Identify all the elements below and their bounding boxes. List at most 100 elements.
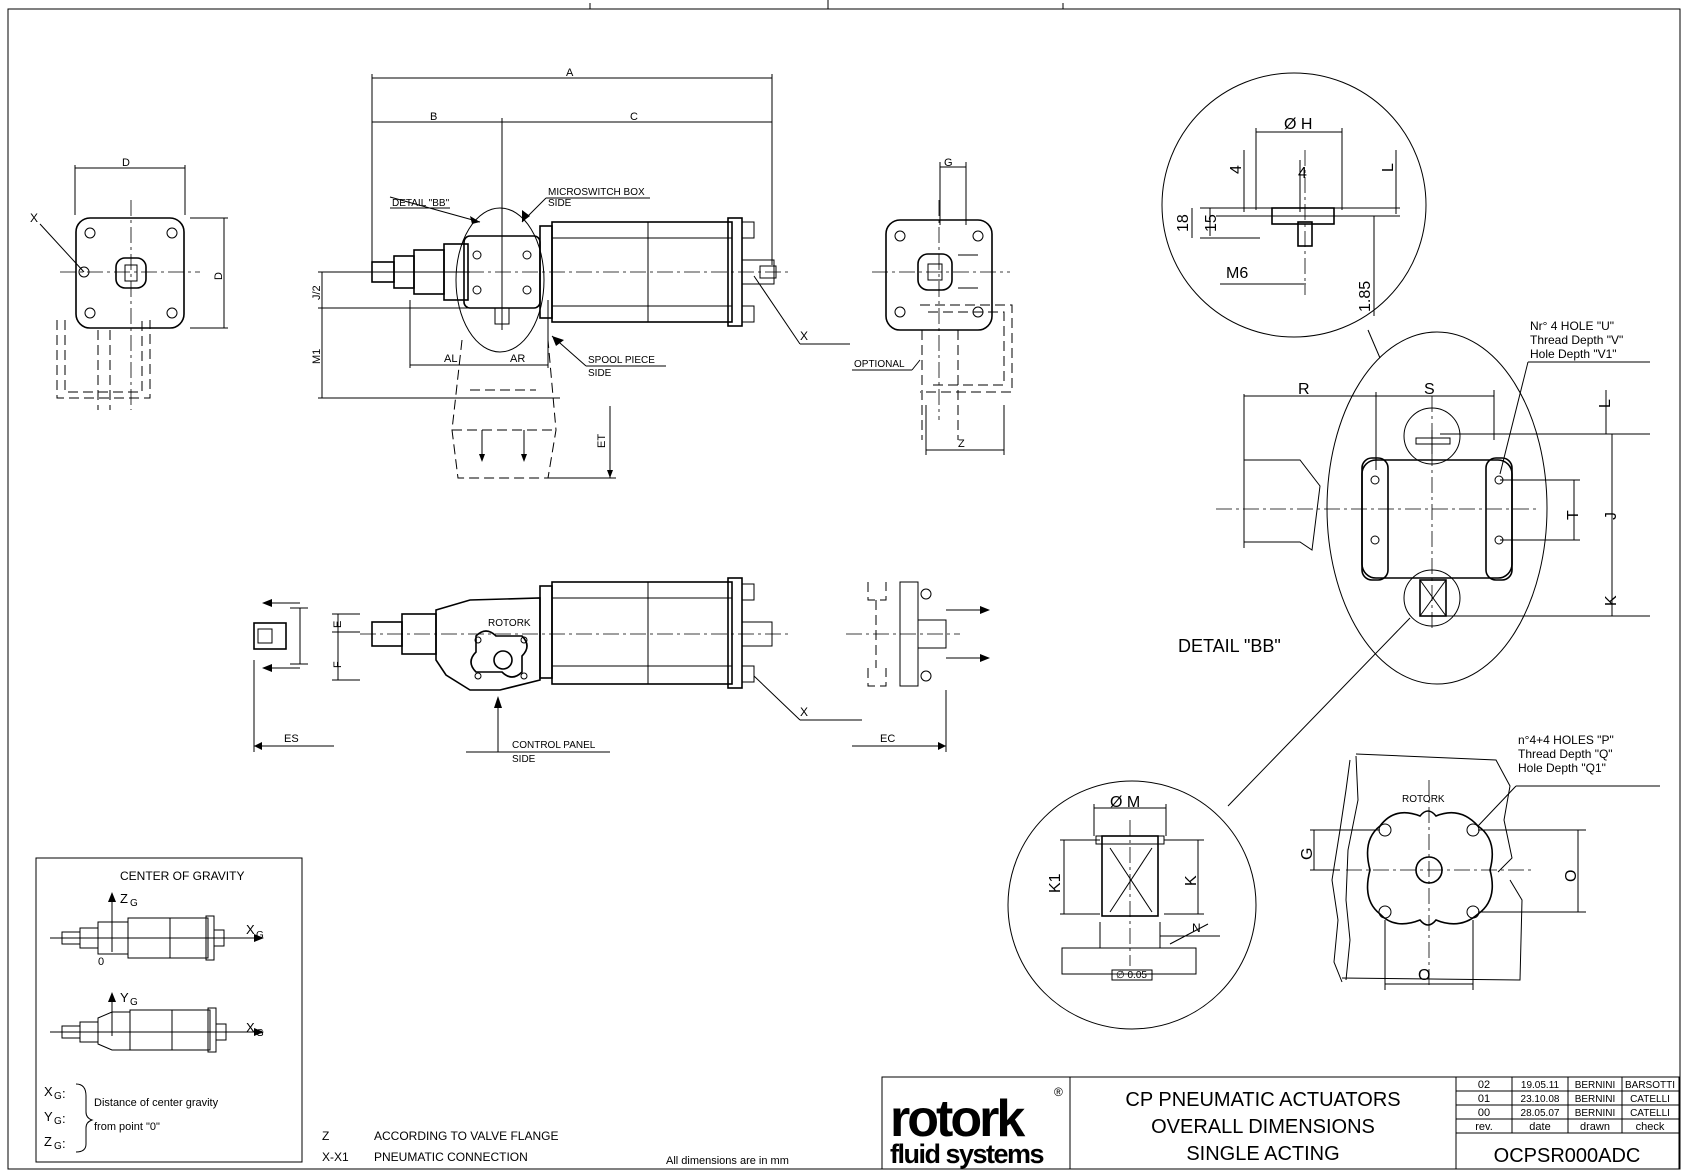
- cog-x1-sub: G: [256, 930, 264, 941]
- x-callout-left: X: [30, 211, 38, 225]
- rev-00: 00: [1478, 1107, 1490, 1119]
- dim-C: C: [630, 111, 638, 123]
- dim-R: R: [1298, 381, 1310, 398]
- tolerance: ∅ 0.05: [1116, 970, 1147, 981]
- microswitch-label: MICROSWITCH BOX: [548, 187, 645, 198]
- dim-S: S: [1424, 381, 1435, 398]
- dim-4: 4: [1228, 165, 1245, 174]
- cog-yg-colon: :: [62, 1111, 66, 1126]
- cog-z-sub: G: [130, 898, 138, 909]
- cog-desc-2: from point "0": [94, 1121, 160, 1133]
- cog-xg-colon: :: [62, 1086, 66, 1101]
- rev-header-check: check: [1636, 1121, 1665, 1133]
- cog-zero: 0: [98, 956, 104, 968]
- drawing-number: OCPSR000ADC: [1494, 1145, 1641, 1167]
- detail-bb-label: DETAIL "BB": [392, 198, 450, 209]
- control-panel-label-2: SIDE: [512, 754, 536, 765]
- dim-K-bb: K: [1603, 595, 1620, 606]
- logo-rotork: rotork: [890, 1090, 1025, 1148]
- cog-y: Y: [120, 990, 129, 1005]
- dim-E: E: [332, 621, 344, 628]
- dim-A: A: [566, 67, 574, 79]
- dim-J: J: [1603, 512, 1620, 520]
- dim-G-flange: G: [1299, 848, 1316, 860]
- cog-x2-sub: G: [256, 1028, 264, 1039]
- dim-EC: EC: [880, 733, 895, 745]
- rev-00-check: CATELLI: [1630, 1108, 1670, 1119]
- dim-D-side: D: [213, 272, 225, 280]
- notes: Z ACCORDING TO VALVE FLANGE X-X1 PNEUMAT…: [322, 1129, 789, 1167]
- dim-L-top: L: [1380, 163, 1397, 172]
- hole-u-2: Thread Depth "V": [1530, 333, 1623, 347]
- dim-G-top: G: [944, 157, 953, 169]
- main-side-view: A B C DETAIL "BB" MICROSWITCH BOX SIDE: [311, 67, 850, 479]
- cog-zg-colon: :: [62, 1136, 66, 1151]
- title-line-3: SINGLE ACTING: [1186, 1143, 1339, 1165]
- dim-L-bb: L: [1597, 399, 1614, 408]
- x-callout-main: X: [800, 329, 808, 343]
- dim-J2: J/2: [311, 285, 323, 300]
- dim-N: N: [1192, 921, 1201, 935]
- dim-K1: K1: [1047, 873, 1064, 893]
- cog-x1: X: [246, 922, 255, 937]
- dim-ES: ES: [284, 733, 299, 745]
- front-view: ES E F ROTORK CONTROL PANEL SIDE X: [253, 577, 990, 765]
- dim-AR: AR: [510, 353, 525, 365]
- flange-view: ROTORK n°4+4 HOLES "P" Thread Depth "Q" …: [1299, 733, 1660, 990]
- note-code-x: X-X1: [322, 1150, 349, 1164]
- detail-bb: R S L T J K Nr° 4 HOLE "U" Thread Depth …: [1178, 319, 1650, 807]
- note-text-z: ACCORDING TO VALVE FLANGE: [374, 1129, 559, 1143]
- x-callout-front: X: [800, 705, 808, 719]
- microswitch-label-2: SIDE: [548, 198, 572, 209]
- phi-m: Ø M: [1110, 794, 1140, 811]
- cog-yg-label: Y: [44, 1109, 53, 1124]
- rev-header-drawn: drawn: [1580, 1121, 1610, 1133]
- flange-holes-1: n°4+4 HOLES "P": [1518, 733, 1614, 747]
- dim-Z: Z: [958, 438, 965, 450]
- flange-holes-2: Thread Depth "Q": [1518, 747, 1613, 761]
- units-note: All dimensions are in mm: [666, 1155, 789, 1167]
- dim-ET: ET: [596, 434, 608, 448]
- dim-F: F: [332, 661, 344, 668]
- title-line-1: CP PNEUMATIC ACTUATORS: [1125, 1089, 1400, 1111]
- flange-brand: ROTORK: [1402, 794, 1445, 805]
- cog-desc-1: Distance of center gravity: [94, 1097, 219, 1109]
- optional-label: OPTIONAL: [854, 359, 905, 370]
- cog-xg-sub: G: [54, 1091, 62, 1102]
- title-line-2: OVERALL DIMENSIONS: [1151, 1116, 1375, 1138]
- dim-AL: AL: [444, 353, 457, 365]
- rev-header-rev: rev.: [1475, 1121, 1493, 1133]
- hole-u-3: Hole Depth "V1": [1530, 347, 1617, 361]
- flange-holes-3: Hole Depth "Q1": [1518, 761, 1606, 775]
- rev-01-drawn: BERNINI: [1575, 1094, 1616, 1105]
- dim-D-top: D: [122, 157, 130, 169]
- rev-00-date: 28.05.07: [1521, 1108, 1560, 1119]
- cog-yg-sub: G: [54, 1116, 62, 1127]
- cog-zg-sub: G: [54, 1141, 62, 1152]
- dim-15: 15: [1203, 214, 1220, 232]
- note-text-x: PNEUMATIC CONNECTION: [374, 1150, 528, 1164]
- detail-top-circle: Ø H 4 4 L 18 15 M6 1.85: [1161, 72, 1427, 359]
- rev-01-date: 23.10.08: [1521, 1094, 1560, 1105]
- dim-T: T: [1565, 510, 1582, 520]
- spool-label: SPOOL PIECE: [588, 355, 655, 366]
- rev-02-drawn: BERNINI: [1575, 1080, 1616, 1091]
- cog-y-sub: G: [130, 997, 138, 1008]
- logo-fluid-systems: fluid systems: [890, 1139, 1044, 1169]
- detail-bottom-circle: Ø M K1 K N ∅ 0.05: [1007, 780, 1257, 1030]
- dim-M1: M1: [311, 349, 323, 364]
- rev-01-check: CATELLI: [1630, 1094, 1670, 1105]
- dim-4-b: 4: [1298, 165, 1307, 182]
- dim-O-bottom: O: [1418, 967, 1430, 984]
- spool-label-2: SIDE: [588, 368, 612, 379]
- rev-02-date: 19.05.11: [1521, 1080, 1560, 1091]
- end-view-right: G Z OPTIONAL: [852, 157, 1013, 455]
- cog-zg-label: Z: [44, 1134, 52, 1149]
- sheet-border: [7, 8, 1681, 1170]
- rev-01: 01: [1478, 1093, 1490, 1105]
- dim-B: B: [430, 111, 437, 123]
- rev-00-drawn: BERNINI: [1575, 1108, 1616, 1119]
- title-block: rotork ® fluid systems CP PNEUMATIC ACTU…: [881, 1076, 1680, 1170]
- control-panel-label: CONTROL PANEL: [512, 740, 596, 751]
